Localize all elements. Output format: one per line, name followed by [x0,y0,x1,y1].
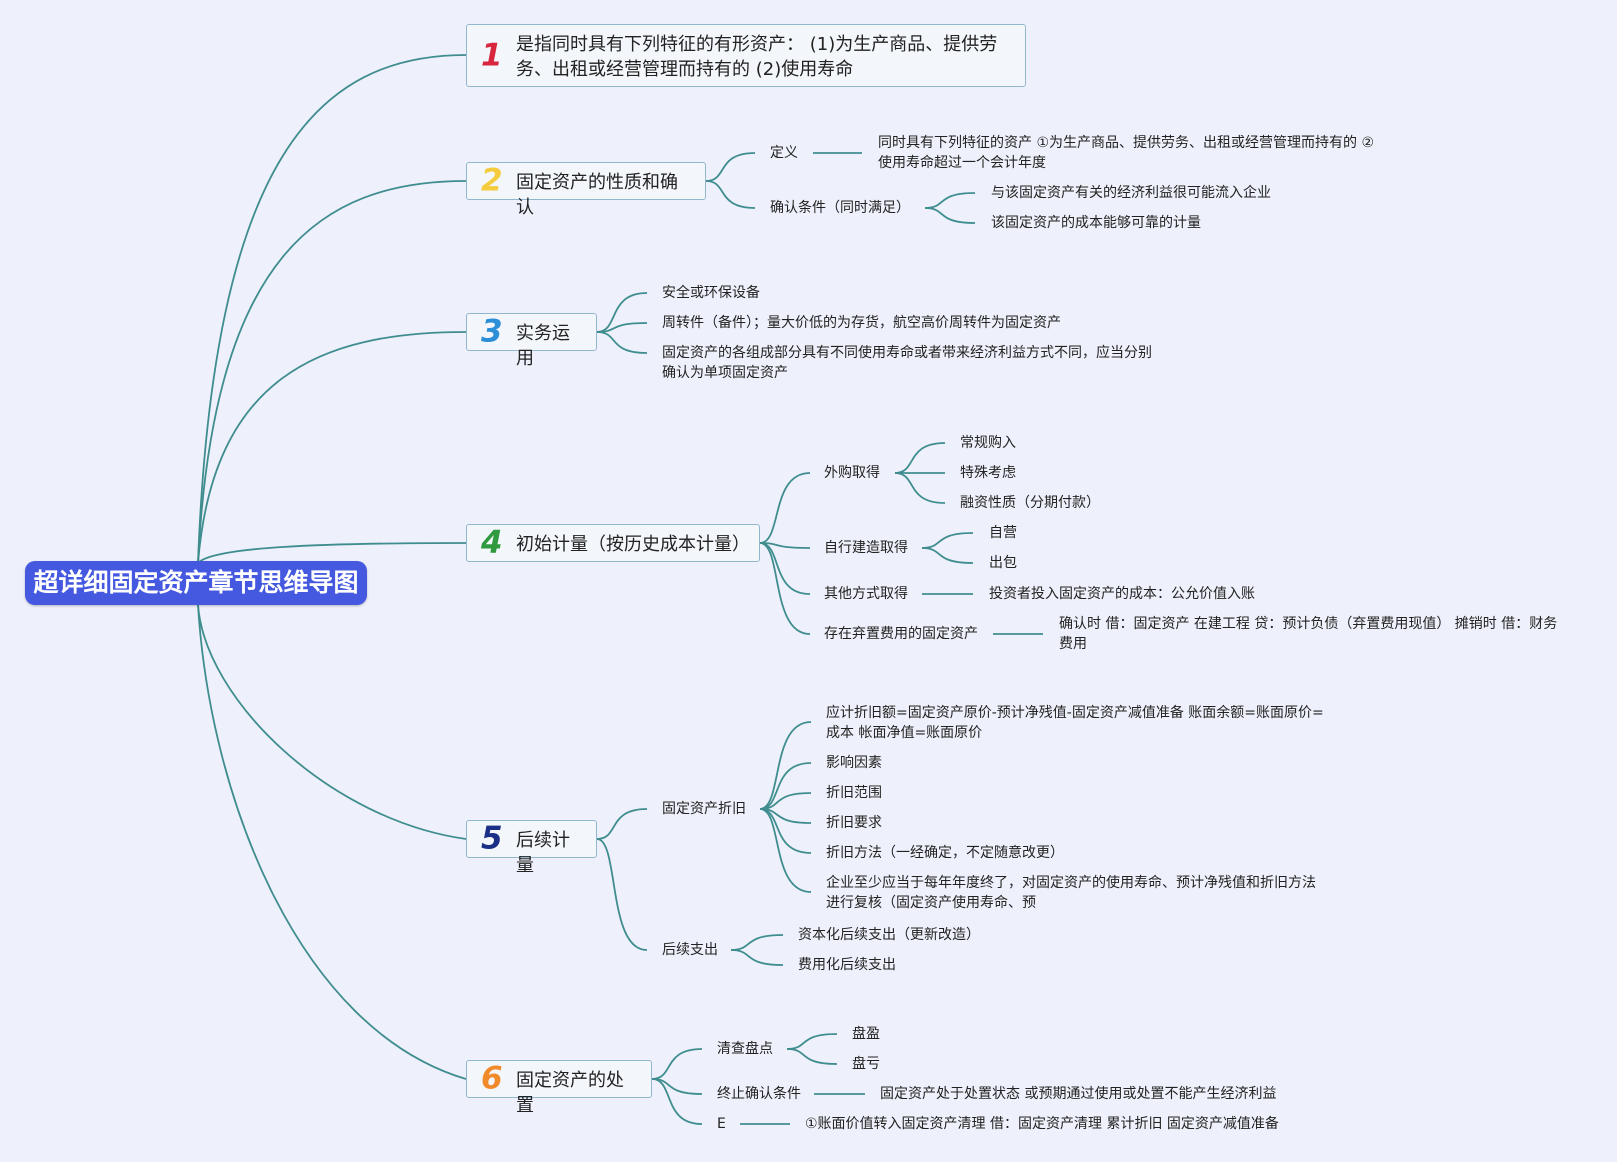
connector-line [786,1033,838,1050]
connector-line [197,542,467,564]
definition-text[interactable]: 同时具有下列特征的资产 ①为生产商品、提供劳务、出租或经营管理而持有的 ②使用寿… [878,135,1374,171]
purchase-label[interactable]: 外购取得 [824,465,880,481]
depreciation-item[interactable]: 应计折旧额=固定资产原价-预计净残值-固定资产减值准备 账面余额=账面原价=成本… [826,705,1324,741]
inventory-check-label[interactable]: 清查盘点 [717,1041,773,1057]
number-2-icon: 2 [481,162,503,199]
connector-line [197,604,467,1080]
connector-line [730,949,784,966]
connector-line [759,762,812,810]
connector-line [921,547,974,564]
connector-line [596,808,648,840]
e-text[interactable]: ①账面价值转入固定资产清理 借：固定资产清理 累计折旧 固定资产减值准备 [805,1116,1279,1132]
connector-line [730,934,784,951]
number-3-icon: 3 [481,313,503,350]
connector-line [596,838,648,951]
branch-1[interactable]: 1 是指同时具有下列特征的有形资产： (1)为生产商品、提供劳务、出租或经营管理… [466,24,1026,87]
branch-6-text: 固定资产的处置 [516,1070,624,1116]
connector-line [596,292,648,333]
number-1-icon: 1 [481,37,503,73]
abandon-cost-text[interactable]: 确认时 借：固定资产 在建工程 贷：预计负债（弃置费用现值） 摊销时 借：财务费… [1059,616,1558,652]
confirm-condition-item[interactable]: 该固定资产的成本能够可靠的计量 [991,215,1201,231]
inventory-check-item[interactable]: 盘盈 [852,1026,880,1042]
branch-4-text: 初始计量（按历史成本计量） [516,534,750,555]
connector-line [197,54,467,564]
connector-line [197,180,467,564]
connector-line [759,542,811,549]
connector-line [197,604,467,840]
depreciation-item[interactable]: 折旧范围 [826,785,882,801]
self-build-label[interactable]: 自行建造取得 [824,540,908,556]
connector-line [894,442,946,474]
branch-2[interactable]: 2 固定资产的性质和确认 [466,162,706,218]
connector-line [705,152,756,182]
purchase-item[interactable]: 常规购入 [960,435,1016,451]
practice-item[interactable]: 安全或环保设备 [662,285,760,301]
connector-line [759,542,811,635]
abandon-cost-label[interactable]: 存在弃置费用的固定资产 [824,626,978,642]
connector-line [759,808,812,893]
branch-5[interactable]: 5 后续计量 [466,820,597,876]
subsequent-spend-label[interactable]: 后续支出 [662,942,718,958]
termination-condition-text[interactable]: 固定资产处于处置状态 或预期通过使用或处置不能产生经济利益 [880,1086,1277,1102]
branch-6[interactable]: 6 固定资产的处置 [466,1060,652,1116]
branch-3[interactable]: 3 实务运用 [466,313,597,369]
termination-condition-label[interactable]: 终止确认条件 [717,1086,801,1102]
other-acquire-label[interactable]: 其他方式取得 [824,586,908,602]
number-6-icon: 6 [481,1060,503,1097]
connector-line [786,1048,838,1065]
e-label[interactable]: E [717,1116,726,1132]
definition-label[interactable]: 定义 [770,145,798,161]
branch-3-text: 实务运用 [516,323,570,369]
branch-5-text: 后续计量 [516,830,570,876]
connector-line [596,331,648,354]
connector-line [651,1048,703,1080]
confirm-condition-item[interactable]: 与该固定资产有关的经济利益很可能流入企业 [991,185,1271,201]
practice-item[interactable]: 固定资产的各组成部分具有不同使用寿命或者带来经济利益方式不同，应当分别确认为单项… [662,345,1152,381]
inventory-check-item[interactable]: 盘亏 [852,1056,880,1072]
subsequent-spend-item[interactable]: 资本化后续支出（更新改造） [798,927,980,943]
depreciation-item[interactable]: 折旧要求 [826,815,882,831]
depreciation-label[interactable]: 固定资产折旧 [662,801,746,817]
practice-item[interactable]: 周转件（备件）；量大价低的为存货，航空高价周转件为固定资产 [662,315,1061,331]
number-5-icon: 5 [481,820,503,857]
self-build-item[interactable]: 出包 [989,555,1017,571]
connector-line [705,180,756,209]
connector-line [759,808,812,854]
other-acquire-text[interactable]: 投资者投入固定资产的成本：公允价值入账 [989,586,1255,602]
connector-line [651,1078,703,1125]
depreciation-item[interactable]: 企业至少应当于每年年度终了，对固定资产的使用寿命、预计净残值和折旧方法进行复核（… [826,875,1316,911]
connector-line [759,542,811,595]
connector-line [921,532,974,549]
branch-1-text: 是指同时具有下列特征的有形资产： (1)为生产商品、提供劳务、出租或经营管理而持… [516,34,998,80]
connector-line [759,721,812,810]
connector-line [894,472,946,504]
connector-line [924,207,976,224]
self-build-item[interactable]: 自营 [989,525,1017,541]
connector-line [924,192,976,209]
subsequent-spend-item[interactable]: 费用化后续支出 [798,957,896,973]
purchase-item[interactable]: 融资性质（分期付款） [960,495,1100,511]
root-topic[interactable]: 超详细固定资产章节思维导图 [25,561,367,605]
branch-4[interactable]: 4 初始计量（按历史成本计量） [466,524,760,562]
connector-line [197,331,467,564]
depreciation-item[interactable]: 折旧方法（一经确定，不定随意改更） [826,845,1064,861]
branch-2-text: 固定资产的性质和确认 [516,172,678,218]
confirm-condition-label[interactable]: 确认条件（同时满足） [770,200,910,216]
connector-line [596,322,648,333]
depreciation-item[interactable]: 影响因素 [826,755,882,771]
purchase-item[interactable]: 特殊考虑 [960,465,1016,481]
connector-line [759,472,811,544]
number-4-icon: 4 [481,524,503,561]
